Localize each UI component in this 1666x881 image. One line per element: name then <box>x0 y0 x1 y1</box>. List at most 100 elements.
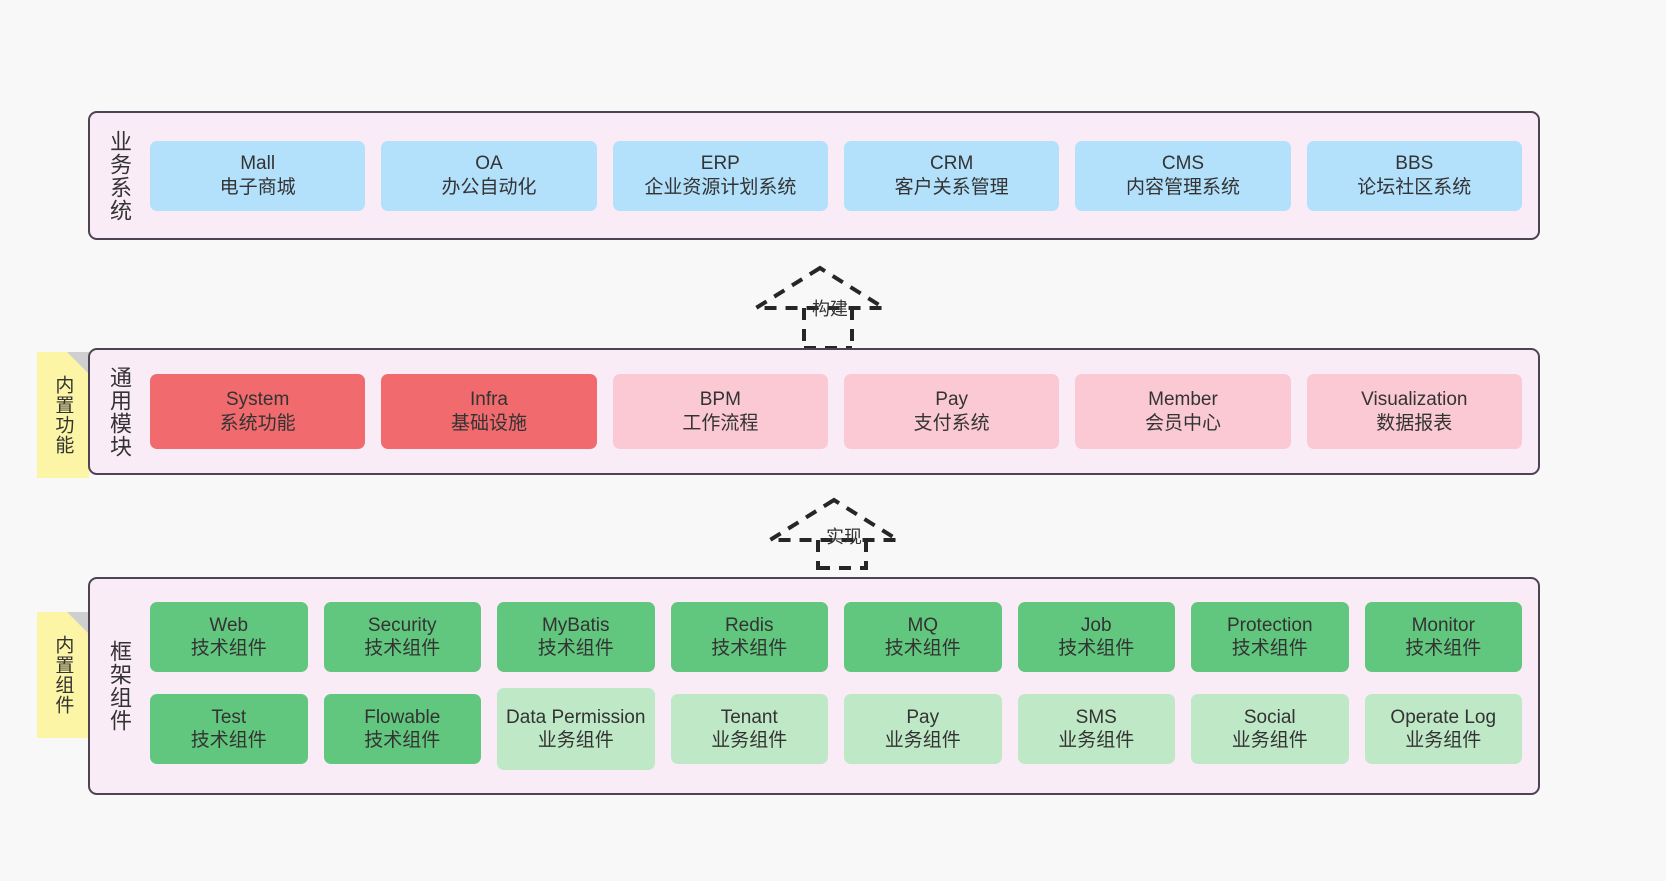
card-test[interactable]: Test 技术组件 <box>150 694 308 764</box>
card-bpm[interactable]: BPM 工作流程 <box>612 374 828 449</box>
layer-body-business-systems: Mall 电子商城 OA 办公自动化 ERP 企业资源计划系统 CRM 客户关系… <box>142 113 1538 238</box>
card-subtitle: 论坛社区系统 <box>1357 176 1472 198</box>
layer-business-systems: 业务系统 Mall 电子商城 OA 办公自动化 ERP 企业资源计划系统 CRM <box>88 111 1540 240</box>
card-subtitle: 基础设施 <box>450 412 527 434</box>
card-subtitle: 技术组件 <box>190 730 267 751</box>
card-erp[interactable]: ERP 企业资源计划系统 <box>612 140 828 211</box>
card-title: Infra <box>469 389 508 411</box>
card-title: ERP <box>700 153 740 175</box>
card-subtitle: 客户关系管理 <box>894 176 1009 198</box>
card-flowable[interactable]: Flowable 技术组件 <box>323 694 481 764</box>
card-subtitle: 业务组件 <box>1405 730 1482 751</box>
card-title: MyBatis <box>541 614 610 636</box>
card-title: Security <box>367 614 437 636</box>
card-sms[interactable]: SMS 业务组件 <box>1017 694 1175 764</box>
card-subtitle: 技术组件 <box>884 638 961 659</box>
card-pay-module[interactable]: Pay 支付系统 <box>843 374 1060 449</box>
card-title: Test <box>211 706 247 728</box>
card-subtitle: 业务组件 <box>537 730 614 751</box>
layer-title-framework-components: 框架组件 <box>106 640 132 732</box>
card-oa[interactable]: OA 办公自动化 <box>381 140 597 211</box>
card-title: Tenant <box>720 706 778 728</box>
card-cms[interactable]: CMS 内容管理系统 <box>1075 140 1291 211</box>
connector-label-build: 构建 <box>812 299 848 319</box>
card-web[interactable]: Web 技术组件 <box>150 602 308 672</box>
card-title: MQ <box>907 614 939 636</box>
card-subtitle: 业务组件 <box>884 730 961 751</box>
card-subtitle: 业务组件 <box>1231 730 1308 751</box>
card-title: Pay <box>935 389 969 411</box>
card-subtitle: 业务组件 <box>1058 730 1135 751</box>
card-subtitle: 数据报表 <box>1376 412 1453 434</box>
card-title: Protection <box>1226 614 1313 636</box>
card-title: SMS <box>1075 706 1117 728</box>
card-member[interactable]: Member 会员中心 <box>1075 374 1291 449</box>
layer-framework-components: 框架组件 Web 技术组件 Security 技术组件 MyBatis 技术组件… <box>88 577 1540 795</box>
card-title: CMS <box>1161 153 1205 175</box>
card-row: System 系统功能 Infra 基础设施 BPM 工作流程 Pay 支付系统… <box>150 374 1522 449</box>
card-subtitle: 会员中心 <box>1144 412 1221 434</box>
card-data-permission[interactable]: Data Permission 业务组件 <box>497 688 655 770</box>
card-job[interactable]: Job 技术组件 <box>1017 602 1175 672</box>
layer-general-modules: 通用模块 System 系统功能 Infra 基础设施 BPM 工作流程 Pay <box>88 348 1540 475</box>
card-subtitle: 企业资源计划系统 <box>644 176 797 198</box>
card-subtitle: 技术组件 <box>1058 638 1135 659</box>
card-subtitle: 工作流程 <box>682 412 759 434</box>
card-tenant[interactable]: Tenant 业务组件 <box>670 694 828 764</box>
card-operate-log[interactable]: Operate Log 业务组件 <box>1364 694 1522 764</box>
card-title: Operate Log <box>1390 706 1497 728</box>
note-label: 内置组件 <box>52 635 74 715</box>
card-title: Monitor <box>1411 614 1475 636</box>
connector-label-implement: 实现 <box>826 527 862 547</box>
layer-body-framework-components: Web 技术组件 Security 技术组件 MyBatis 技术组件 Redi… <box>142 579 1538 793</box>
card-subtitle: 支付系统 <box>913 412 990 434</box>
card-subtitle: 内容管理系统 <box>1125 176 1240 198</box>
card-monitor[interactable]: Monitor 技术组件 <box>1364 602 1522 672</box>
note-fold-corner-icon <box>67 612 89 634</box>
card-title: Redis <box>724 614 774 636</box>
card-title: Visualization <box>1361 389 1468 411</box>
note-builtin-component: 内置组件 <box>37 612 89 738</box>
card-infra[interactable]: Infra 基础设施 <box>381 374 597 449</box>
card-subtitle: 技术组件 <box>711 638 788 659</box>
layer-title-business-systems: 业务系统 <box>106 129 132 222</box>
card-subtitle: 技术组件 <box>364 730 441 751</box>
card-visualization[interactable]: Visualization 数据报表 <box>1306 374 1522 449</box>
card-title: Job <box>1080 614 1112 636</box>
card-title: BPM <box>699 389 741 411</box>
card-row: Web 技术组件 Security 技术组件 MyBatis 技术组件 Redi… <box>150 602 1522 672</box>
card-subtitle: 办公自动化 <box>441 176 537 198</box>
card-subtitle: 系统功能 <box>219 412 296 434</box>
card-subtitle: 技术组件 <box>364 638 441 659</box>
card-bbs[interactable]: BBS 论坛社区系统 <box>1306 140 1522 211</box>
connector-implement: 实现 <box>766 490 946 570</box>
card-subtitle: 电子商城 <box>219 176 296 198</box>
card-mq[interactable]: MQ 技术组件 <box>844 602 1002 672</box>
card-subtitle: 技术组件 <box>1231 638 1308 659</box>
card-crm[interactable]: CRM 客户关系管理 <box>843 140 1060 211</box>
card-redis[interactable]: Redis 技术组件 <box>670 602 828 672</box>
card-pay-component[interactable]: Pay 业务组件 <box>844 694 1002 764</box>
card-title: Member <box>1148 389 1218 411</box>
card-title: BBS <box>1395 153 1434 175</box>
card-security[interactable]: Security 技术组件 <box>323 602 481 672</box>
connector-build: 构建 <box>752 258 932 350</box>
card-title: Mall <box>240 153 276 175</box>
note-builtin-function: 内置功能 <box>37 352 89 478</box>
card-title: Pay <box>906 706 940 728</box>
layer-title-general-modules: 通用模块 <box>106 365 132 458</box>
note-fold-corner-icon <box>67 352 89 374</box>
card-title: Social <box>1243 706 1296 728</box>
card-title: CRM <box>930 153 974 175</box>
card-row: Mall 电子商城 OA 办公自动化 ERP 企业资源计划系统 CRM 客户关系… <box>150 140 1522 211</box>
card-mall[interactable]: Mall 电子商城 <box>150 140 366 211</box>
card-social[interactable]: Social 业务组件 <box>1191 694 1349 764</box>
card-mybatis[interactable]: MyBatis 技术组件 <box>497 602 655 672</box>
card-title: OA <box>475 153 503 175</box>
card-title: System <box>225 389 290 411</box>
card-title: Flowable <box>364 706 441 728</box>
card-protection[interactable]: Protection 技术组件 <box>1191 602 1349 672</box>
card-subtitle: 技术组件 <box>537 638 614 659</box>
card-system[interactable]: System 系统功能 <box>150 374 366 449</box>
card-subtitle: 技术组件 <box>190 638 267 659</box>
